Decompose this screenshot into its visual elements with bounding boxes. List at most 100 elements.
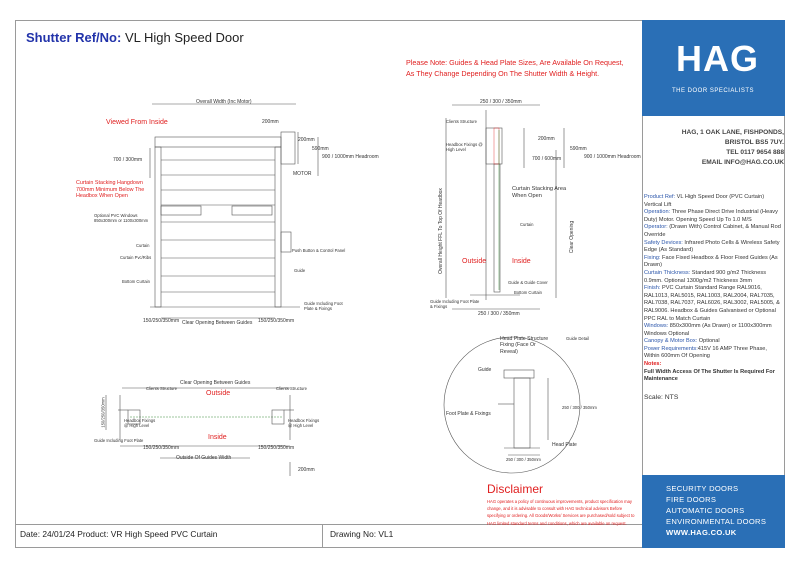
plan-clients-right: Clients Structure — [276, 386, 307, 391]
side-guide-foot: Guide Including Foot Plate & Fixings — [430, 299, 480, 309]
side-dim-590mm: 590mm — [570, 146, 587, 152]
curtain-label: Curtain — [136, 243, 150, 248]
plan-outside-width: Outside Of Guides Width — [176, 455, 232, 461]
overall-width-label: Overall Width (Inc Motor) — [196, 99, 252, 105]
motor-label: MOTOR — [293, 171, 312, 177]
disclaimer-text: HAG operates a policy of continuous impr… — [487, 499, 635, 526]
service-automatic: AUTOMATIC DOORS — [666, 506, 745, 515]
spec-fixing: Fixing: Face Fixed Headbox & Floor Fixed… — [644, 254, 778, 269]
side-outside-label: Outside — [462, 258, 487, 265]
side-top-dim: 250 / 300 / 350mm — [480, 99, 522, 105]
side-inside-label: Inside — [512, 258, 531, 265]
front-dim-200mm-b: 200mm — [298, 137, 315, 143]
address-line: HAG, 1 OAK LANE, FISHPONDS, — [681, 129, 784, 136]
footer-drawing-no: Drawing No: VL1 — [330, 529, 394, 539]
guide-label: Guide — [294, 268, 306, 273]
plan-right-dim: 150/250/350mm — [258, 445, 295, 451]
side-headbox-fixing-marks — [493, 127, 500, 165]
plan-clear-opening: Clear Opening Between Guides — [180, 380, 251, 386]
front-dim-200mm: 200mm — [262, 119, 279, 125]
spec-power: Power Requirements:415V 16 AMP Three Pha… — [644, 345, 767, 360]
drawing-frame — [15, 20, 785, 548]
side-guide-cover: Guide & Guide Cover — [508, 280, 548, 285]
guide-foot-label: Guide Including Foot Plate & Fixings — [304, 301, 343, 311]
phone-line: TEL 0117 9654 888 — [726, 149, 784, 156]
plan-left-dim: 150/250/350mm — [143, 445, 180, 451]
stacking-note: Curtain Stacking Hangdown 700mm Minimum … — [76, 180, 145, 200]
overall-height-label: Overall Height FFL To Top Of Headbox — [437, 188, 444, 274]
spec-thickness: Curtain Thickness: Standard 900 g/m2 Thi… — [644, 269, 767, 284]
side-headbox-fixings: Headbox Fixings @ High Level — [446, 142, 483, 152]
detail-guide-label: Guide — [478, 367, 492, 373]
spec-notes-label: Notes: — [644, 361, 662, 368]
service-fire: FIRE DOORS — [666, 495, 717, 504]
plan-guide-foot: Guide Including Foot Plate — [94, 438, 144, 443]
detail-dim-bottom: 250 / 300 / 350mm — [506, 457, 541, 462]
head-plate-fixing-label: Head Plate Structure Fixing (Face Or Rev… — [500, 336, 549, 355]
side-headroom: 900 / 1000mm Headroom — [584, 154, 641, 160]
front-window-left — [160, 205, 202, 216]
stacking-area-label: Curtain Stacking Area When Open — [512, 186, 567, 199]
plan-clients-left: Clients Structure — [146, 386, 177, 391]
hag-tagline: THE DOOR SPECIALISTS — [672, 88, 755, 94]
plan-inside-label: Inside — [208, 434, 227, 441]
guide-detail-circle — [443, 336, 581, 474]
footer-divider — [15, 524, 642, 525]
foot-plate-label: Foot Plate & Fixings — [446, 411, 491, 417]
website-link[interactable]: WWW.HAG.CO.UK — [666, 528, 737, 537]
address-line: BRISTOL BS5 7UY. — [724, 139, 784, 146]
front-left-guide — [154, 146, 162, 308]
front-control-panel — [280, 231, 292, 253]
footer-date-product: Date: 24/01/24 Product: VR High Speed PV… — [20, 529, 218, 539]
front-clear-opening-label: Clear Opening Between Guides — [182, 320, 253, 326]
spec-finish: Finish: PVC Curtain Standard Range RAL90… — [644, 285, 780, 322]
spec-product-ref: Product Ref: VL High Speed Door (PVC Cur… — [644, 194, 765, 208]
front-right-guide — [274, 146, 282, 308]
front-headbox — [154, 136, 282, 148]
plan-dim-200mm: 200mm — [298, 467, 315, 473]
front-motor — [280, 131, 296, 165]
hag-logo: HAG THE DOOR SPECIALISTS — [642, 20, 785, 116]
spec-operator: Operator: (Drawn With) Control Cabinet, … — [644, 224, 781, 238]
detail-dim-right: 250 / 300 / 350mm — [562, 405, 597, 410]
guide-detail-label: Guide Detail — [566, 336, 590, 341]
detail-head-plate — [503, 369, 535, 379]
service-environmental: ENVIRONMENTAL DOORS — [666, 517, 767, 526]
shutter-ref-value: VL High Speed Door — [121, 30, 244, 45]
shutter-ref-label: Shutter Ref/No: — [26, 30, 122, 45]
size-note: Please Note: Guides & Head Plate Sizes, … — [406, 58, 624, 78]
service-security: SECURITY DOORS — [666, 484, 739, 493]
disclaimer-title: Disclaimer — [487, 482, 544, 496]
plan-left-guide — [127, 409, 141, 425]
info-panel: HAG THE DOOR SPECIALISTS HAG, 1 OAK LANE… — [642, 20, 785, 548]
bottom-curtain-label: Bottom Curtain — [122, 279, 150, 284]
spec-canopy: Canopy & Motor Box: Optional — [644, 338, 720, 345]
spec-notes: Full Width Access Of The Shutter Is Requ… — [644, 368, 775, 383]
windows-label: Optional PVC Windows 850x300mm or 1100x3… — [94, 213, 149, 223]
curtain-pvc-label: Curtain Pvc/Ribs — [120, 255, 152, 260]
shutter-ref-title: Shutter Ref/No: VL High Speed Door — [26, 30, 244, 45]
spec-safety: Safety Devices: Infrared Photo Cells & W… — [644, 239, 780, 254]
front-right-dim: 150/250/350mm — [258, 318, 295, 324]
footer-split — [322, 524, 323, 548]
plan-right-guide — [271, 409, 285, 425]
email-line: EMAIL INFO@HAG.CO.UK — [701, 159, 784, 166]
front-headroom-label: 900 / 1000mm Headroom — [322, 154, 379, 160]
plan-outside-label: Outside — [206, 390, 231, 397]
detail-guide-channel — [513, 377, 531, 449]
spec-list: Product Ref: VL High Speed Door (PVC Cur… — [644, 194, 782, 384]
hag-logo-text: HAG — [676, 38, 759, 79]
side-bottom-dim: 250 / 300 / 350mm — [478, 311, 520, 317]
panel-divider — [642, 20, 643, 548]
side-side-dim: 700 / 600mm — [532, 156, 562, 162]
plan-fix-right: Headbox Fixings @ High Level — [288, 418, 320, 428]
side-dim-200mm: 200mm — [538, 136, 555, 142]
push-button-label: Push Button & Control Panel — [292, 248, 346, 253]
clear-opening-vertical: Clear Opening — [569, 220, 576, 254]
front-side-dim: 700 / 300mm — [113, 157, 143, 163]
front-window-right — [231, 205, 273, 216]
head-plate-label: Head Plate — [552, 442, 577, 448]
spec-operation: Operation: Three Phase Direct Drive Indu… — [644, 209, 778, 223]
services-box: SECURITY DOORS FIRE DOORS AUTOMATIC DOOR… — [642, 475, 785, 548]
